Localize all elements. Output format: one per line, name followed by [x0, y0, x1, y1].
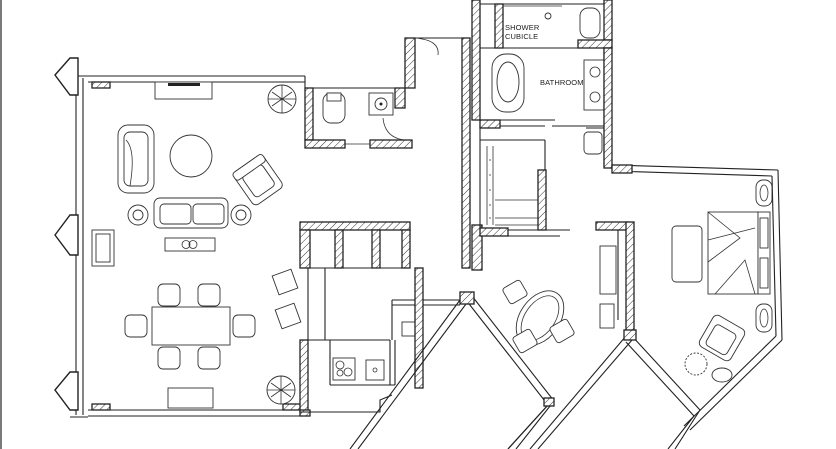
shower-label-line1: SHOWER: [505, 23, 540, 32]
lounge-chair: [117, 124, 155, 194]
armchair-angled: [232, 154, 283, 206]
sofa: [127, 197, 252, 229]
bedroom-armchair: [698, 314, 746, 362]
side-table: [164, 237, 216, 252]
angled-terrace-walls: [349, 291, 701, 449]
console-table: [167, 387, 214, 409]
pouf: [684, 352, 708, 376]
round-coffee-table: [169, 134, 213, 178]
bedroom: [595, 164, 783, 431]
corridor-wall-b: [544, 125, 604, 170]
bar-stools: [271, 268, 302, 330]
powder-room: [304, 37, 471, 269]
balcony-table-set: [502, 279, 575, 354]
bathroom: [471, 0, 613, 169]
corner-table-bottom: [266, 375, 296, 405]
corner-table-top: [267, 84, 297, 114]
bathroom-label: BATHROOM: [540, 78, 584, 87]
dining-table-set: [124, 283, 256, 370]
bed: [671, 211, 771, 295]
side-table-oval: [711, 367, 733, 383]
kitchen: [299, 267, 460, 417]
tv: [168, 83, 200, 86]
tv-cabinet: [154, 81, 213, 100]
shower-label-line2: CUBICLE: [505, 32, 539, 41]
shower-cubicle-label: SHOWER CUBICLE: [505, 23, 539, 41]
closet: [471, 139, 570, 271]
window-seat: [91, 229, 115, 267]
